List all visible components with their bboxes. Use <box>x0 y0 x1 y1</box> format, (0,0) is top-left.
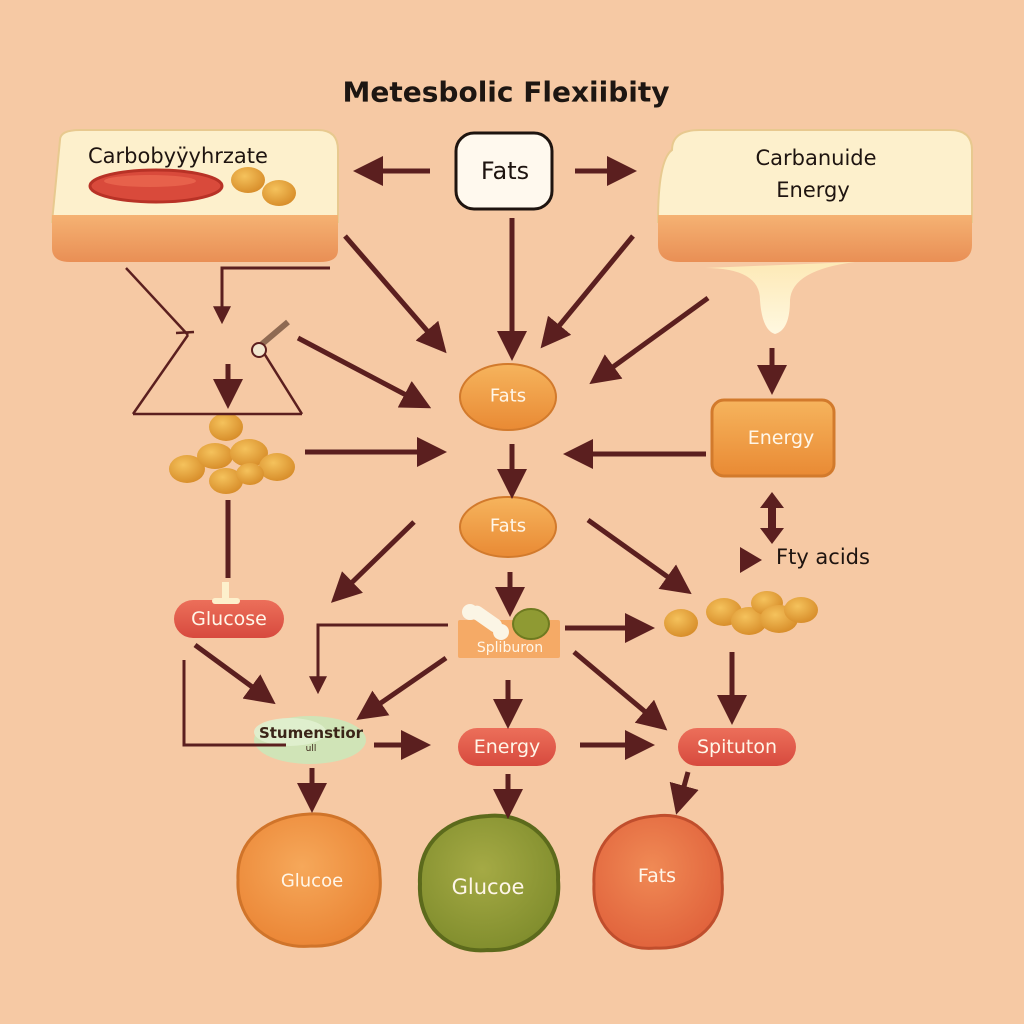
fats-node-1 <box>459 363 557 431</box>
spliburon-label: Spliburon <box>476 640 544 656</box>
arrows <box>182 156 787 820</box>
olive-icon <box>512 608 550 640</box>
glucoe-blob-center <box>417 813 561 953</box>
arrow <box>356 655 448 720</box>
peg-icon <box>251 319 290 358</box>
bean-icon <box>262 180 296 206</box>
carbohydrate-label: Carbobyÿyhrzate <box>88 144 268 168</box>
bean-cluster-left <box>169 413 295 494</box>
glucose-pill-label: Glucose <box>191 608 267 630</box>
energy-box <box>710 398 836 478</box>
diagram-title: Metesbolic Flexiibity <box>342 75 670 109</box>
glucoe-blob-left <box>236 812 382 948</box>
connector-line <box>213 266 330 325</box>
carbanuide-label: Carbanuide <box>755 146 877 170</box>
energy-top-right-label: Energy <box>776 178 850 202</box>
stumenstior-node <box>254 716 366 764</box>
energy-pill <box>458 728 556 766</box>
fatty-acids-label: Fty acids <box>776 545 870 569</box>
bean-icon <box>231 167 265 193</box>
fats-bottom-right-label: Fats <box>637 865 677 887</box>
energy-box-label: Energy <box>747 427 815 449</box>
arrow <box>586 517 692 595</box>
fats-node-2-label: Fats <box>489 515 527 537</box>
arrow <box>669 771 699 815</box>
stumenstior-sub-label: ull <box>305 744 317 754</box>
connector-line <box>309 623 448 695</box>
glucose-pill <box>174 600 284 638</box>
fats-top-label: Fats <box>480 157 530 185</box>
arrow <box>572 650 668 731</box>
carbanuide-energy-box <box>656 129 973 334</box>
fats-node-1-label: Fats <box>489 385 527 407</box>
spituton-pill <box>678 728 796 766</box>
connector-line <box>182 660 286 747</box>
glucoe-left-label: Glucoe <box>280 870 344 892</box>
carbohydrate-box <box>50 129 339 262</box>
arrow <box>540 234 635 349</box>
glucoe-center-label: Glucoe <box>451 875 525 899</box>
arrow <box>343 234 447 354</box>
bone-icon <box>462 604 509 640</box>
arrow <box>330 520 416 603</box>
branch-lines <box>125 267 304 416</box>
stumenstior-label: Stumenstior <box>258 724 364 742</box>
spituton-pill-label: Spituton <box>696 736 778 758</box>
energy-pill-label: Energy <box>473 736 541 758</box>
arrow <box>193 642 276 705</box>
arrow <box>589 295 710 385</box>
play-arrow-icon <box>740 547 762 573</box>
arrow <box>296 335 432 409</box>
fats-blob-right <box>592 813 724 950</box>
pedestal-icon <box>222 582 229 604</box>
double-arrow <box>760 492 784 544</box>
fats-top-box <box>454 131 554 211</box>
bean-cluster-right <box>664 591 818 637</box>
